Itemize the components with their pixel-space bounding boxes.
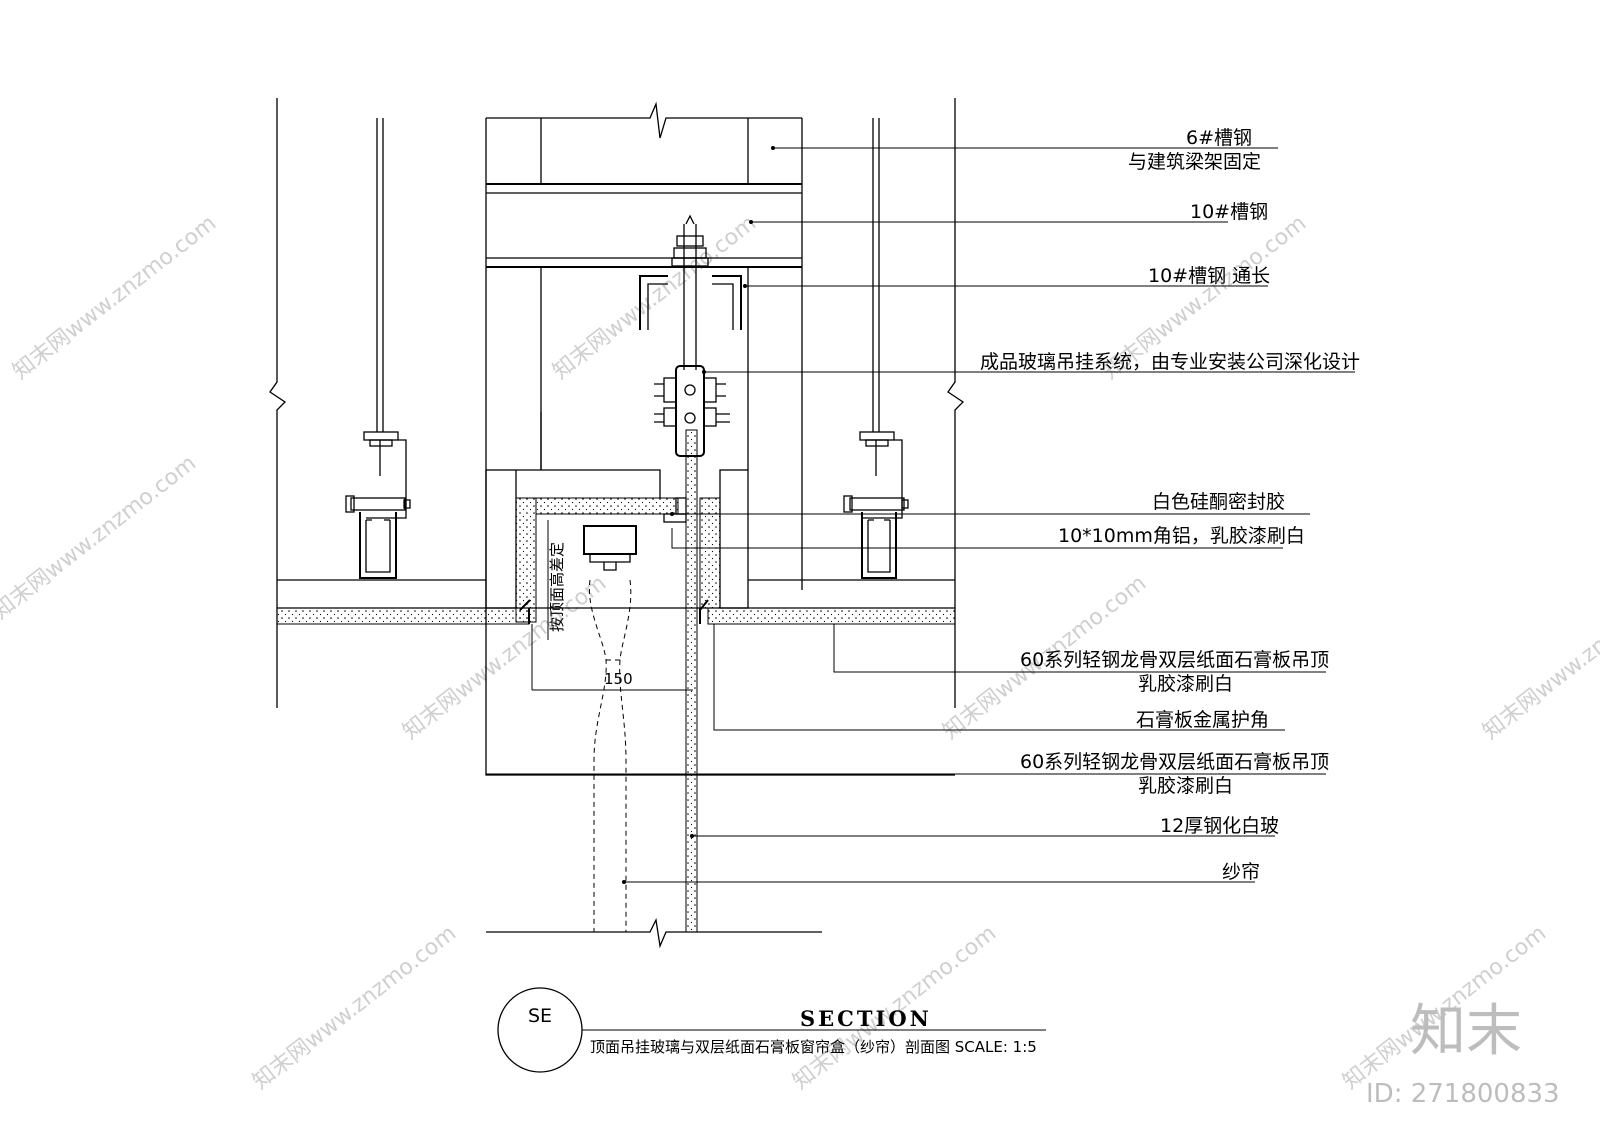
watermark-text: 知末网www.znzmo.com (8, 211, 221, 385)
curtain-track (583, 525, 637, 571)
tempered-glass-panel (685, 429, 698, 933)
callout-corner-guard: 石膏板金属护角 (1136, 708, 1269, 731)
watermark-text: 知末网www.znzmo.com (548, 211, 761, 385)
steel-channel (639, 275, 742, 330)
watermark-text: 知末网www.znzmo.com (248, 921, 461, 1095)
dimension-note: 按顶面高差定 (548, 542, 566, 632)
bottom-break-line (486, 917, 822, 949)
image-id: ID: 271800833 (1366, 1079, 1560, 1109)
sheer-curtain (588, 579, 632, 932)
callout-6-channel-note: 与建筑梁架固定 (1128, 151, 1261, 173)
callout-10-channel-full: 10#槽钢 通长 (1148, 265, 1270, 287)
callout-gypsum-ceiling-1: 60系列轻钢龙骨双层纸面石膏板吊顶 (1020, 648, 1329, 671)
callout-10-channel: 10#槽钢 (1190, 201, 1268, 223)
brand-logo: 知末 (1410, 999, 1522, 1064)
section-caption: 顶面吊挂玻璃与双层纸面石膏板窗帘盒（纱帘）剖面图 SCALE: 1:5 (590, 1038, 1037, 1056)
callout-gypsum-ceiling-1-finish: 乳胶漆刷白 (1138, 673, 1233, 695)
section-symbol (497, 987, 583, 1073)
watermark-text: 知末网www.znzmo.com (1478, 571, 1600, 745)
leader-lines (486, 146, 1355, 884)
callout-tempered-glass: 12厚钢化白玻 (1160, 815, 1279, 837)
callout-angle-aluminium: 10*10mm角铝，乳胶漆刷白 (1058, 525, 1305, 547)
section-symbol-label: SE (528, 1005, 552, 1027)
left-ceiling-hanger (345, 118, 411, 579)
section-heading: SECTION (800, 1006, 932, 1031)
watermark-text: 知末网www.znzmo.com (398, 571, 611, 745)
right-ceiling-hanger (843, 118, 909, 579)
callout-labels: 6#槽钢 与建筑梁架固定 10#槽钢 10#槽钢 通长 成品玻璃吊挂系统，由专业… (980, 127, 1360, 883)
callout-gypsum-ceiling-2-finish: 乳胶漆刷白 (1138, 775, 1233, 797)
callout-sheer-curtain: 纱帘 (1222, 861, 1260, 883)
callout-6-channel: 6#槽钢 (1186, 127, 1252, 149)
glass-hanging-system (654, 214, 730, 457)
dimension-value: 150 (604, 670, 633, 688)
dimension-150: 150 按顶面高差定 (531, 520, 693, 691)
watermark-layer: 知末网www.znzmo.com 知末网www.znzmo.com 知末网www… (0, 211, 1600, 1095)
brand-watermark: 知末 ID: 271800833 (1366, 999, 1560, 1109)
callout-gypsum-ceiling-2: 60系列轻钢龙骨双层纸面石膏板吊顶 (1020, 750, 1329, 773)
callout-sealant: 白色硅酮密封胶 (1152, 491, 1285, 513)
watermark-text: 知末网www.znzmo.com (0, 451, 201, 625)
title-block: SE SECTION 顶面吊挂玻璃与双层纸面石膏板窗帘盒（纱帘）剖面图 SCAL… (497, 987, 1046, 1073)
callout-glass-hanging: 成品玻璃吊挂系统，由专业安装公司深化设计 (980, 351, 1360, 373)
gypsum-ceiling (276, 469, 956, 625)
structure (269, 98, 965, 776)
